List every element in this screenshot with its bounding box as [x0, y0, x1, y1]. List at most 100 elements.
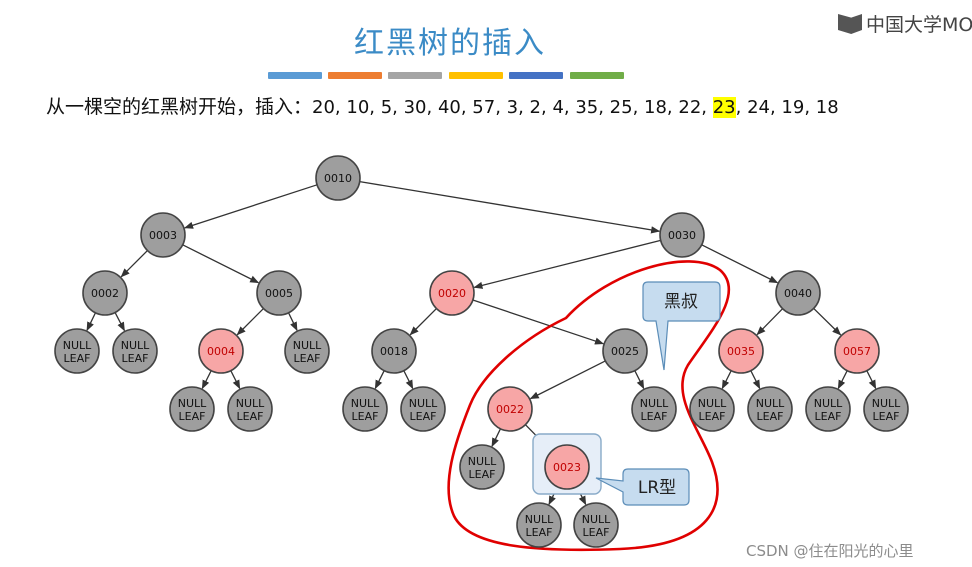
sequence-before: 20, 10, 5, 30, 40, 57, 3, 2, 4, 35, 25, …: [312, 97, 713, 118]
tree-edge-arrow: [201, 370, 212, 390]
node-circle: [602, 328, 648, 374]
tree-edge-arrow: [634, 370, 645, 390]
leaf-circle: [747, 386, 793, 432]
leaf-label-line1: NULL: [640, 397, 669, 410]
tree-node-0020: 0020: [429, 270, 475, 316]
sequence-after: , 24, 19, 18: [735, 97, 839, 118]
lr-type-callout-bubble: [595, 468, 690, 506]
tree-node-0030: 0030: [659, 212, 705, 258]
leaf-circle: [863, 386, 909, 432]
leaf-circle: [631, 386, 677, 432]
tree-node-0010: 0010: [315, 155, 361, 201]
color-bar-segment: [570, 72, 624, 79]
leaf-label-line1: NULL: [698, 397, 727, 410]
leaf-label-line2: LEAF: [469, 468, 496, 481]
leaf-circle: [805, 386, 851, 432]
tree-edge-arrow: [701, 244, 779, 284]
leaf-circle: [400, 386, 446, 432]
leaf-label-line2: LEAF: [64, 352, 91, 365]
tree-node-0025: 0025: [602, 328, 648, 374]
leaf-label-line2: LEAF: [583, 526, 610, 539]
leaf-label-line1: NULL: [525, 513, 554, 526]
leaf-circle: [284, 328, 330, 374]
uncle-callout-bubble: [642, 281, 721, 371]
node-label: 0040: [784, 287, 812, 300]
tree-edge-arrow: [472, 299, 605, 345]
leaf-label-line2: LEAF: [352, 410, 379, 423]
node-circle: [834, 328, 880, 374]
node-circle: [659, 212, 705, 258]
tree-nodes: 0010 0003 0030 0002 0005 0020 0040 0004 0018 0025…: [54, 155, 909, 548]
leaf-label-line1: NULL: [814, 397, 843, 410]
node-label: 0005: [265, 287, 293, 300]
tree-edge-arrow: [813, 307, 842, 336]
leaf-label-line2: LEAF: [526, 526, 553, 539]
leaf-label-line2: LEAF: [410, 410, 437, 423]
leaf-label-line2: LEAF: [699, 410, 726, 423]
tree-node-0057: 0057: [834, 328, 880, 374]
leaf-label-line1: NULL: [756, 397, 785, 410]
uncle-callout: 黑叔: [642, 281, 721, 371]
tree-edge-arrow: [182, 244, 260, 284]
leaf-circle: [342, 386, 388, 432]
color-bar-segment: [388, 72, 442, 79]
color-bar-segment: [328, 72, 382, 79]
node-circle: [256, 270, 302, 316]
uncle-callout-text: 黑叔: [664, 292, 698, 312]
node-circle: [429, 270, 475, 316]
tree-edge-arrow: [114, 312, 126, 332]
tree-node-0003: 0003: [140, 212, 186, 258]
tree-node-0004: 0004: [198, 328, 244, 374]
tree-edge-arrow: [236, 308, 264, 336]
mooc-logo: 中国大学MOOC: [838, 10, 972, 38]
tree-node-0040: 0040: [775, 270, 821, 316]
leaf-label-line2: LEAF: [815, 410, 842, 423]
node-circle: [487, 386, 533, 432]
leaf-label-line2: LEAF: [179, 410, 206, 423]
tree-node-0002: 0002: [82, 270, 128, 316]
leaf-circle: [54, 328, 100, 374]
node-label: 0023: [553, 461, 581, 474]
tree-edge-arrow: [756, 308, 784, 336]
tree-edge-arrow: [403, 370, 414, 390]
tree-edge-arrow: [409, 308, 437, 336]
lr-type-callout: LR型: [595, 468, 690, 506]
mooc-logo-text: 中国大学MOOC: [866, 14, 972, 36]
node-label: 0020: [438, 287, 466, 300]
node-label: 0035: [727, 345, 755, 358]
node-circle: [140, 212, 186, 258]
node-label: 0003: [149, 229, 177, 242]
tree-node-0023: 0023: [544, 444, 590, 490]
tree-edge-arrow: [491, 428, 502, 448]
leaf-label-line1: NULL: [351, 397, 380, 410]
mooc-logo-icon: [838, 14, 862, 34]
node-circle: [198, 328, 244, 374]
leaf-circle: [459, 444, 505, 490]
leaf-circle: [112, 328, 158, 374]
leaf-label-line2: LEAF: [757, 410, 784, 423]
slide-title: 红黑树的插入: [354, 26, 546, 61]
tree-edge-arrow: [837, 370, 848, 390]
tree-edge-arrow: [529, 360, 606, 400]
node-circle: [544, 444, 590, 490]
node-label: 0002: [91, 287, 119, 300]
tree-edge-arrow: [721, 370, 732, 390]
node-circle: [718, 328, 764, 374]
tree-node-0022: 0022: [487, 386, 533, 432]
tree-node-0018: 0018: [371, 328, 417, 374]
sequence-highlight: 23: [712, 97, 736, 118]
leaf-label-line1: NULL: [236, 397, 265, 410]
lr-type-callout-text: LR型: [638, 478, 676, 498]
tree-node-0005: 0005: [256, 270, 302, 316]
